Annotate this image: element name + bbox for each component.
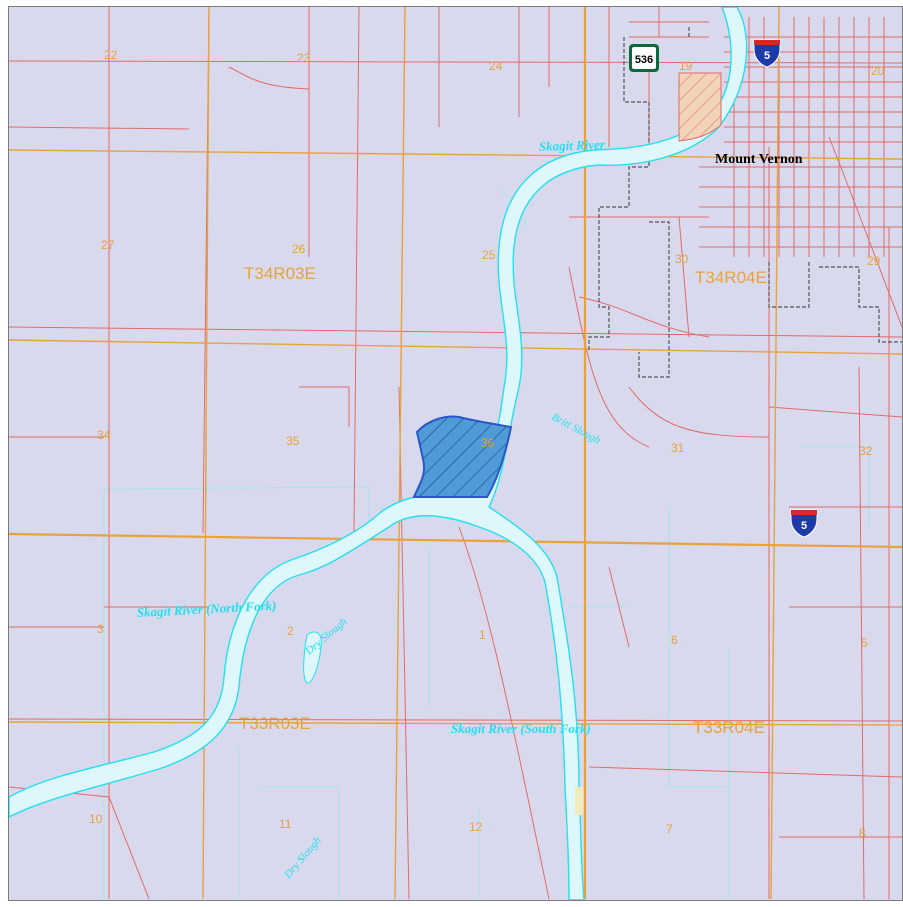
skagit-river — [9, 7, 748, 900]
section-label: 7 — [666, 822, 673, 836]
township-label: T33R04E — [693, 718, 765, 737]
section-label: 36 — [481, 436, 495, 450]
section-label: 27 — [101, 238, 115, 252]
section-label: 5 — [861, 636, 868, 650]
slough-label: Dry Slough — [281, 834, 324, 881]
section-label: 22 — [104, 48, 118, 62]
river-label: Skagit River (South Fork) — [451, 721, 591, 736]
section-label: 32 — [859, 444, 873, 458]
section-label: 34 — [97, 428, 111, 442]
township-label: T33R03E — [239, 714, 311, 733]
township-label: T34R04E — [695, 268, 767, 287]
section-label: 24 — [489, 59, 503, 73]
state-route-shield-icon: 536 — [629, 44, 659, 72]
slough-label: Britt Slough — [550, 411, 603, 447]
section-label: 25 — [482, 248, 496, 262]
township-labels: T34R03E T34R04E T33R03E T33R04E — [239, 264, 767, 737]
section-label: 1 — [479, 628, 486, 642]
section-labels: 22 23 24 19 20 27 26 25 30 29 34 35 36 3… — [89, 48, 885, 840]
map-canvas[interactable]: 22 23 24 19 20 27 26 25 30 29 34 35 36 3… — [8, 6, 903, 901]
township-label: T34R03E — [244, 264, 316, 283]
city-label: Mount Vernon — [715, 152, 803, 167]
section-label: 35 — [286, 434, 300, 448]
section-label: 11 — [279, 817, 292, 831]
section-label: 12 — [469, 820, 483, 834]
section-label: 29 — [867, 254, 881, 268]
city-street-grid — [629, 7, 902, 257]
interstate-shield-icon: 5 — [753, 39, 781, 68]
section-label: 2 — [287, 624, 294, 638]
city-park-parcel — [678, 72, 722, 142]
section-label: 31 — [671, 441, 685, 455]
shield-label: 5 — [801, 520, 807, 532]
section-label: 26 — [292, 242, 306, 256]
section-label: 23 — [297, 51, 311, 65]
drainage-lines — [103, 186, 870, 899]
river-label: Skagit River — [539, 137, 607, 154]
section-label: 10 — [89, 812, 103, 826]
river-bar-sand — [575, 787, 583, 815]
interstate-shield-icon: 5 — [790, 509, 818, 538]
map-svg: 22 23 24 19 20 27 26 25 30 29 34 35 36 3… — [9, 7, 902, 900]
section-label: 19 — [679, 59, 693, 73]
section-label: 3 — [97, 622, 104, 636]
section-label: 6 — [671, 633, 678, 647]
section-label: 8 — [859, 826, 866, 840]
shield-label: 536 — [635, 54, 653, 66]
section-label: 20 — [871, 64, 885, 78]
river-label: Skagit River (North Fork) — [136, 598, 276, 620]
shield-label: 5 — [764, 50, 770, 62]
highlighted-parcel[interactable] — [412, 415, 513, 498]
city-boundary — [588, 27, 902, 378]
section-label: 30 — [675, 252, 689, 266]
dry-slough-oxbow — [303, 631, 322, 684]
